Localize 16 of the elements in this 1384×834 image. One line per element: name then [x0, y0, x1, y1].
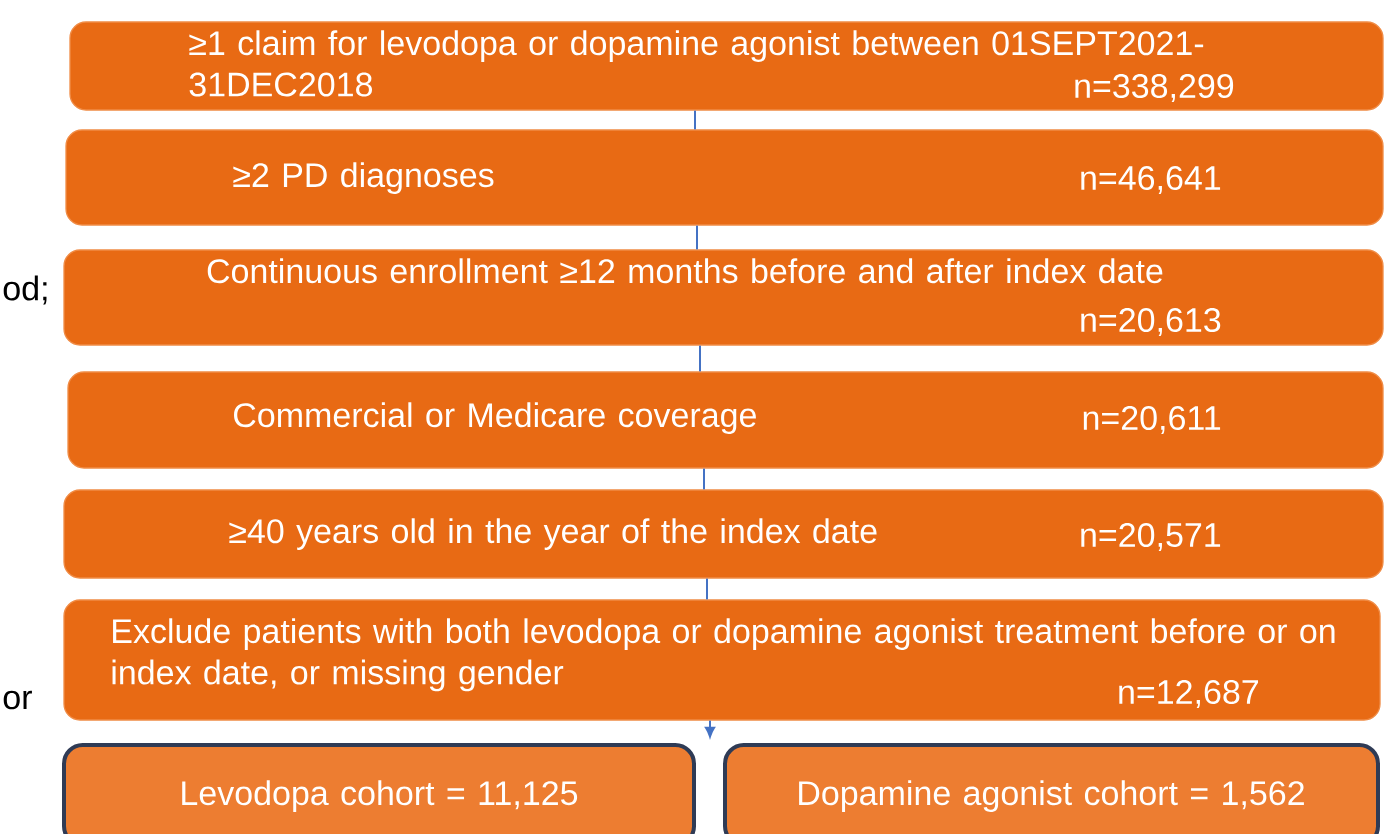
- arrow: [704, 719, 716, 738]
- connector-line: [699, 344, 701, 373]
- side-text: od;: [3, 275, 47, 305]
- side-text: or: [3, 690, 32, 710]
- process-box: Commercial or Medicare coverage n=20,611: [67, 371, 1384, 469]
- process-box: Continuous enrollment ≥12 months before and after index date n=20,613: [63, 249, 1384, 346]
- connector-line: [706, 577, 708, 601]
- cohort-box: Dopamine agonist cohort = 1,562: [723, 743, 1380, 834]
- process-box: ≥1 claim for levodopa or dopamine agonist between 01SEPT2021-31DEC2018 n=338,299: [69, 21, 1384, 111]
- process-box: Exclude patients with both levodopa or dopamine agonist treatment before or on index date, or missing gender n=12,687: [63, 599, 1381, 721]
- connector-line: [694, 109, 696, 131]
- process-box: ≥2 PD diagnoses n=46,641: [65, 129, 1384, 226]
- process-box: ≥40 years old in the year of the index date n=20,571: [63, 489, 1384, 579]
- connector-line: [703, 467, 705, 491]
- cohort-box: Levodopa cohort = 11,125: [62, 743, 696, 834]
- connector-line: [696, 224, 698, 251]
